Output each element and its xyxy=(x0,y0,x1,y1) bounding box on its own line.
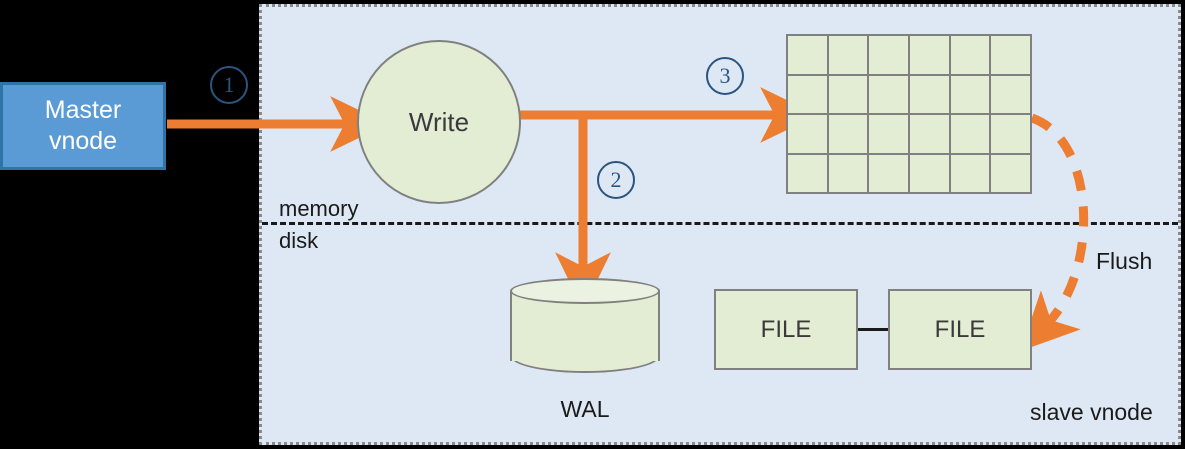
wal-label: WAL xyxy=(560,396,610,422)
master-vnode-line2: vnode xyxy=(48,127,118,155)
step-number-3: 3 xyxy=(706,57,744,95)
memtable-cell xyxy=(950,36,990,74)
memtable-cell xyxy=(910,115,949,153)
memtable-cell xyxy=(991,75,1030,113)
memtable-cell xyxy=(828,36,868,74)
memtable-cell xyxy=(910,154,949,192)
master-vnode-box: Master vnode xyxy=(0,82,166,170)
memtable-cell xyxy=(828,75,868,113)
write-node: Write xyxy=(357,40,521,204)
memtable-cell xyxy=(828,154,868,192)
memtable-cell xyxy=(869,36,908,74)
memtable-cell xyxy=(828,115,868,153)
memtable-cell xyxy=(788,154,827,192)
step-number-1: 1 xyxy=(210,66,248,104)
memtable-cell xyxy=(869,154,908,192)
file-box-2: FILE xyxy=(888,289,1032,370)
memtable-cell xyxy=(910,36,949,74)
memtable-cell xyxy=(869,75,908,113)
flush-label: Flush xyxy=(1096,248,1153,274)
memtable-cell xyxy=(788,115,827,153)
slave-vnode-label: slave vnode xyxy=(1030,399,1153,425)
memtable-cell xyxy=(991,36,1030,74)
memtable-cell xyxy=(788,75,827,113)
file-connector-line xyxy=(858,328,888,331)
memtable-cell xyxy=(869,115,908,153)
memtable-grid xyxy=(786,34,1032,194)
zone-label-memory: memory xyxy=(279,196,359,221)
memtable-cell xyxy=(950,75,990,113)
wal-cylinder xyxy=(510,278,660,373)
wal-cylinder-top xyxy=(510,278,660,304)
file-box-1: FILE xyxy=(714,289,858,370)
memtable-cell xyxy=(950,154,990,192)
memtable-cell xyxy=(788,36,827,74)
memory-disk-divider xyxy=(262,222,1178,225)
memtable-cell xyxy=(950,115,990,153)
step-number-2: 2 xyxy=(597,161,635,199)
memtable-cell xyxy=(991,115,1030,153)
memtable-cell xyxy=(991,154,1030,192)
master-vnode-line1: Master xyxy=(44,95,122,124)
memtable-cell xyxy=(910,75,949,113)
zone-label-disk: disk xyxy=(279,228,319,253)
